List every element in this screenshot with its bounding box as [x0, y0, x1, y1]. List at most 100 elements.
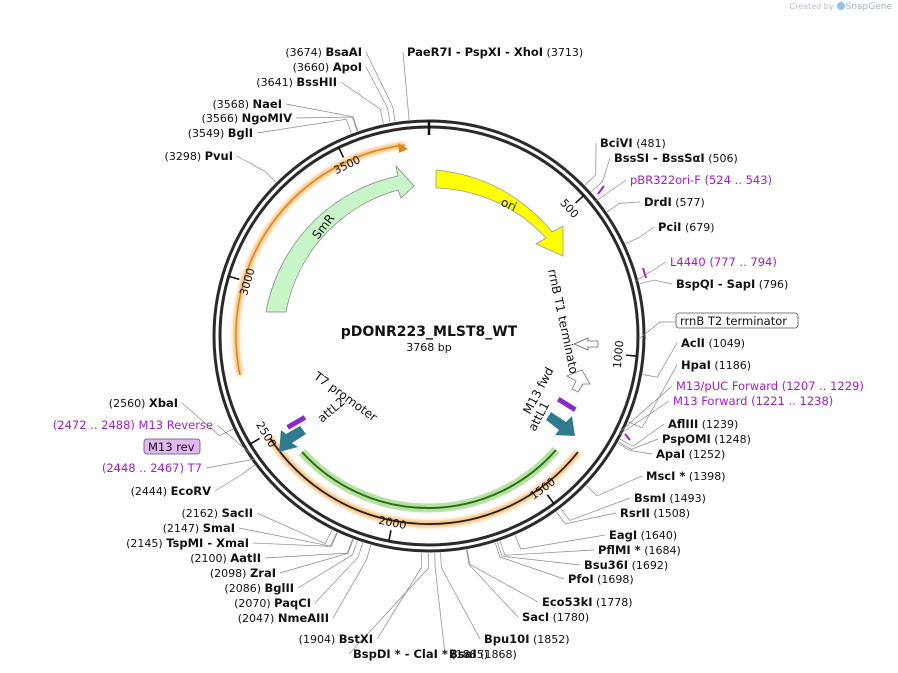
enzyme-label[interactable]: BspDI * - ClaI * (1885) [353, 647, 488, 661]
enzyme-label[interactable]: BsaI (1868) [449, 647, 517, 661]
enzyme-leader [365, 66, 391, 123]
enzyme-leader [590, 157, 611, 193]
enzyme-label[interactable]: BsmI (1493) [634, 491, 706, 505]
enzyme-label[interactable]: BciVI (481) [600, 136, 666, 150]
enzyme-leader [295, 116, 358, 132]
enzyme-label[interactable]: (2560) XbaI [109, 396, 178, 410]
enzyme-label[interactable]: BspQI - SapI (796) [676, 277, 788, 291]
enzyme-label[interactable]: (3298) PvuI [165, 149, 233, 163]
enzyme-leader [252, 532, 338, 547]
enzyme-label[interactable]: (2162) SacII [182, 506, 254, 520]
enzyme-leader [332, 544, 372, 619]
enzyme-label[interactable]: (2086) BglII [224, 581, 294, 595]
enzyme-label[interactable]: MscI * (1398) [646, 469, 725, 483]
enzyme-label[interactable]: PaeR7I - PspXI - XhoI (3713) [407, 45, 583, 59]
m13rev-box[interactable] [143, 438, 201, 455]
enzyme-leader [376, 552, 423, 640]
primer-label[interactable]: (2448 .. 2467) T7 [102, 461, 202, 475]
enzyme-label[interactable]: (3568) NaeI [212, 97, 282, 111]
enzyme-leader [348, 552, 429, 655]
primer-label[interactable]: pBR322ori-F (524 .. 543) [630, 173, 772, 187]
ring-tick [546, 494, 555, 505]
enzyme-leader [499, 540, 595, 556]
primer-leader [618, 400, 670, 436]
enzyme-label[interactable]: EagI (1640) [609, 528, 677, 542]
enzyme-label[interactable]: BssSI - BssSαI (506) [614, 151, 738, 165]
primer-label[interactable]: M13 Forward (1221 .. 1238) [673, 394, 833, 408]
primer-leader [620, 385, 673, 432]
enzyme-leader [642, 342, 678, 378]
enzyme-label[interactable]: HpaI (1186) [681, 358, 751, 372]
enzyme-label[interactable]: (3660) ApoI [293, 60, 362, 74]
enzyme-leader [402, 51, 410, 120]
ring-tick [625, 354, 638, 357]
enzyme-leader [494, 542, 565, 580]
enzyme-label[interactable]: AflIII (1239) [668, 417, 738, 431]
enzyme-label[interactable]: (1904) BstXI [299, 632, 373, 646]
enzyme-label[interactable]: (3566) NgoMIV [202, 111, 293, 125]
enzyme-label[interactable]: DrdI (577) [644, 195, 705, 209]
enzyme-label[interactable]: (2444) EcoRV [131, 484, 212, 498]
enzyme-leader [238, 527, 338, 547]
enzyme-label[interactable]: Bsu36I (1692) [584, 558, 668, 572]
tick-label: 3500 [332, 153, 363, 177]
attl2-feature [279, 426, 306, 452]
enzyme-leader [606, 201, 641, 213]
enzyme-leader [466, 549, 519, 618]
enzyme-leader [466, 549, 539, 603]
enzyme-label[interactable]: (3674) BsaAI [285, 45, 362, 59]
plasmid-length: 3768 bp [406, 341, 451, 354]
enzyme-label[interactable]: (2145) TspMI - XmaI [126, 536, 249, 550]
enzyme-leader [584, 142, 597, 186]
tick-label: 1000 [611, 340, 627, 369]
enzyme-label[interactable]: PfoI (1698) [568, 572, 634, 586]
enzyme-label[interactable]: (2047) NmeAIII [238, 611, 329, 625]
primer-leader [595, 179, 627, 202]
enzyme-leader [256, 512, 333, 544]
enzyme-label[interactable]: (2100) AatII [190, 551, 261, 565]
rrnb-t1-label: rrnB T1 terminator [545, 268, 582, 380]
enzyme-label[interactable]: Bpu10I (1852) [484, 632, 570, 646]
insert-line-bottom [269, 437, 579, 525]
enzyme-leader [625, 226, 655, 245]
enzyme-leader [279, 539, 354, 574]
ring-tick [337, 147, 345, 158]
enzyme-leader [365, 51, 396, 122]
tick-label: 2000 [377, 514, 407, 532]
primer-label[interactable]: L4440 (777 .. 794) [670, 255, 777, 269]
insert-highlight-top [232, 142, 406, 376]
ori-label: ori [499, 195, 519, 214]
enzyme-label[interactable]: (3641) BssHII [256, 75, 337, 89]
enzyme-leader [639, 279, 673, 285]
primer-label[interactable]: (2472 .. 2488) M13 Reverse [53, 418, 213, 432]
insert-line-top [235, 144, 406, 376]
enzyme-label[interactable]: (2098) ZraI [210, 566, 276, 580]
attl1-feature [546, 412, 575, 436]
enzyme-leader [340, 81, 384, 124]
terminator-t1-icon [572, 337, 599, 351]
enzyme-label[interactable]: (2147) SmaI [163, 521, 235, 535]
enzyme-label[interactable]: (2070) PaqCI [234, 596, 311, 610]
enzyme-leader [264, 538, 353, 559]
primer-label[interactable]: M13/pUC Forward (1207 .. 1229) [676, 379, 864, 393]
enzyme-label[interactable]: AclI (1049) [681, 336, 745, 350]
enzyme-label[interactable]: (3549) BglI [188, 126, 253, 140]
enzyme-label[interactable]: PspOMI (1248) [662, 432, 751, 446]
snapgene-logo-icon [836, 2, 845, 10]
enzyme-label[interactable]: SacI (1780) [522, 610, 589, 624]
enzyme-leader [236, 155, 277, 183]
ori-feature [435, 169, 564, 257]
primer-leader [635, 261, 667, 282]
enzyme-label[interactable]: ApaI (1252) [656, 447, 725, 461]
smr-feature [265, 164, 415, 313]
ring-tick [388, 530, 392, 542]
enzyme-label[interactable]: Eco53kI (1778) [542, 595, 633, 609]
enzyme-label[interactable]: RsrII (1508) [620, 506, 690, 520]
enzyme-label[interactable]: PciI (679) [658, 220, 715, 234]
enzyme-label[interactable]: PflMI * (1684) [598, 543, 681, 557]
primer-leader [216, 424, 250, 453]
enzyme-leader [297, 540, 358, 589]
